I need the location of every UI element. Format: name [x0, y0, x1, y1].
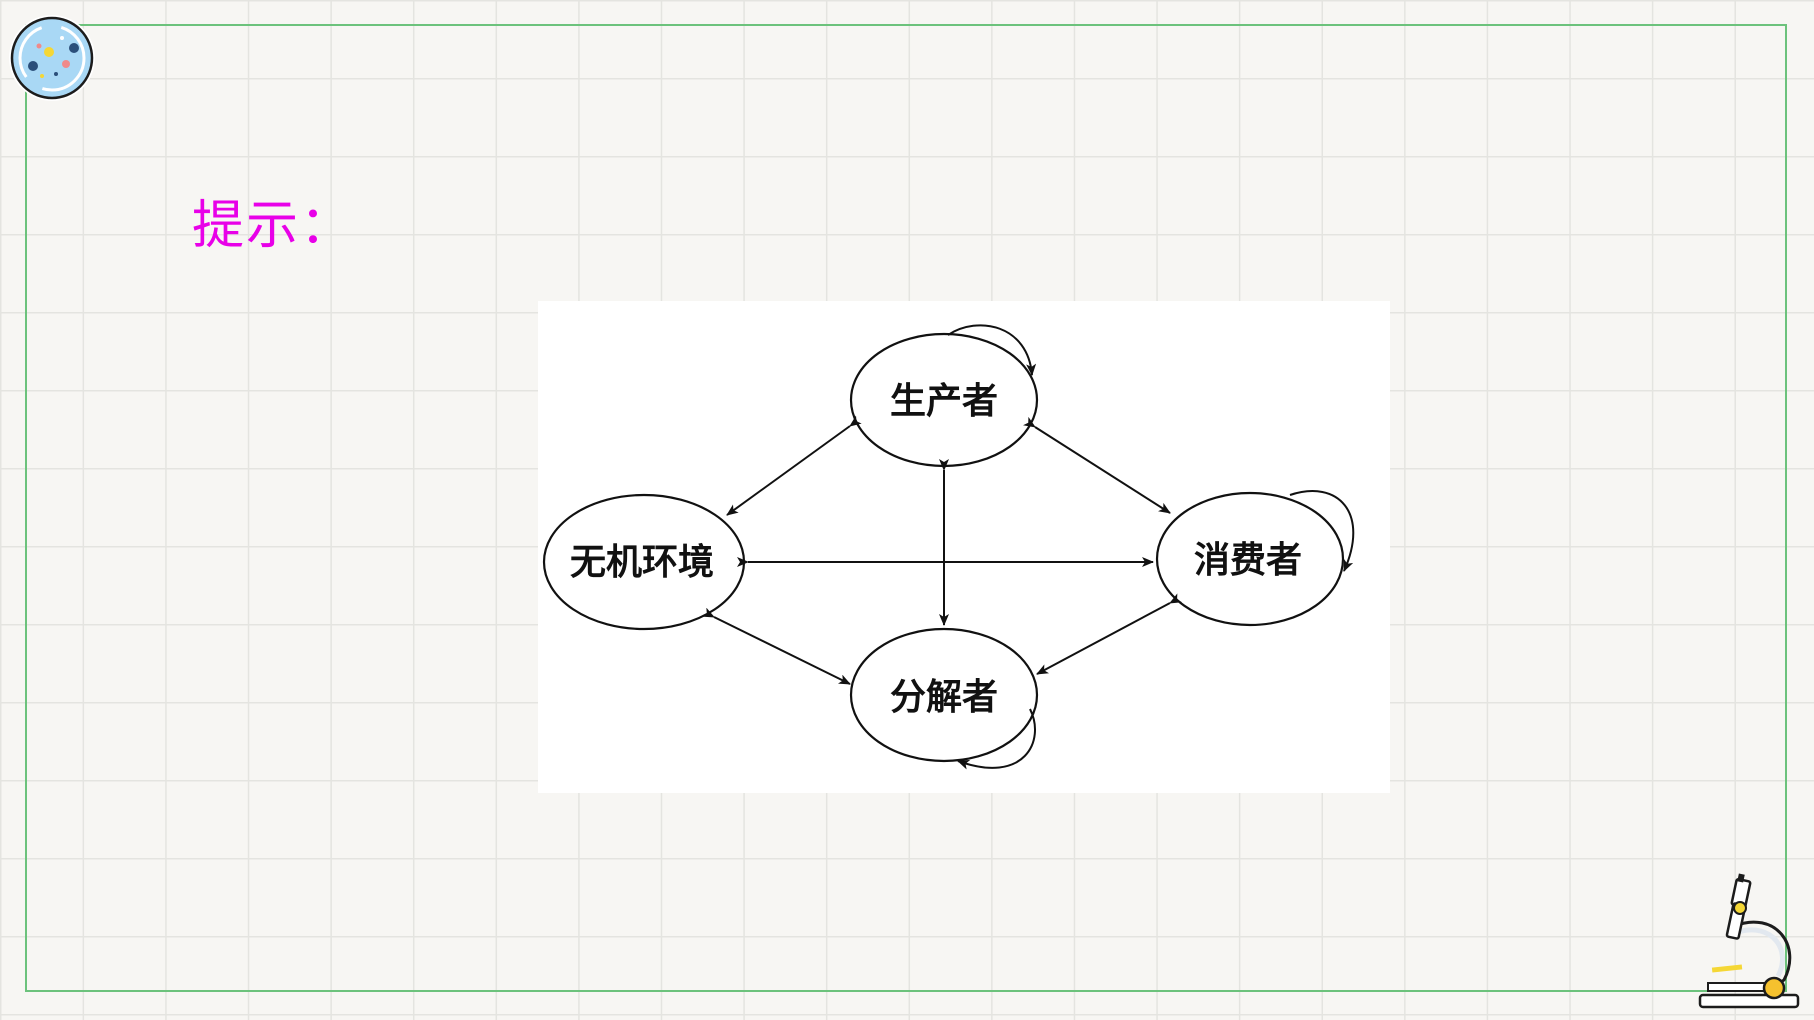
edge-environment-decomposer: [701, 607, 851, 685]
edge-producer-consumer: [1023, 416, 1171, 514]
node-decomposer-label: 分解者: [890, 676, 998, 718]
petri-dish-badge-icon: [9, 15, 95, 101]
self-loop-producer: [947, 324, 1037, 376]
node-consumer-label: 消费者: [1194, 539, 1302, 581]
prompt-label: 提示：: [192, 196, 355, 256]
edge-consumer-decomposer: [1036, 593, 1183, 675]
node-environment: 无机环境: [542, 493, 746, 631]
edge-producer-environment: [726, 415, 862, 516]
self-loop-consumer: [1289, 490, 1355, 572]
node-environment-label: 无机环境: [570, 541, 714, 583]
node-producer: 生产者: [849, 332, 1039, 468]
slide-frame: [25, 24, 1787, 992]
ecosystem-diagram: 生产者 无机环境 消费者 分解者: [538, 301, 1390, 793]
node-producer-label: 生产者: [890, 380, 998, 422]
node-decomposer: 分解者: [849, 627, 1039, 763]
microscope-icon: [1698, 873, 1800, 1009]
ecosystem-diagram-svg: 生产者 无机环境 消费者 分解者: [542, 324, 1355, 770]
node-consumer: 消费者: [1155, 491, 1345, 627]
self-loop-decomposer: [957, 708, 1036, 770]
